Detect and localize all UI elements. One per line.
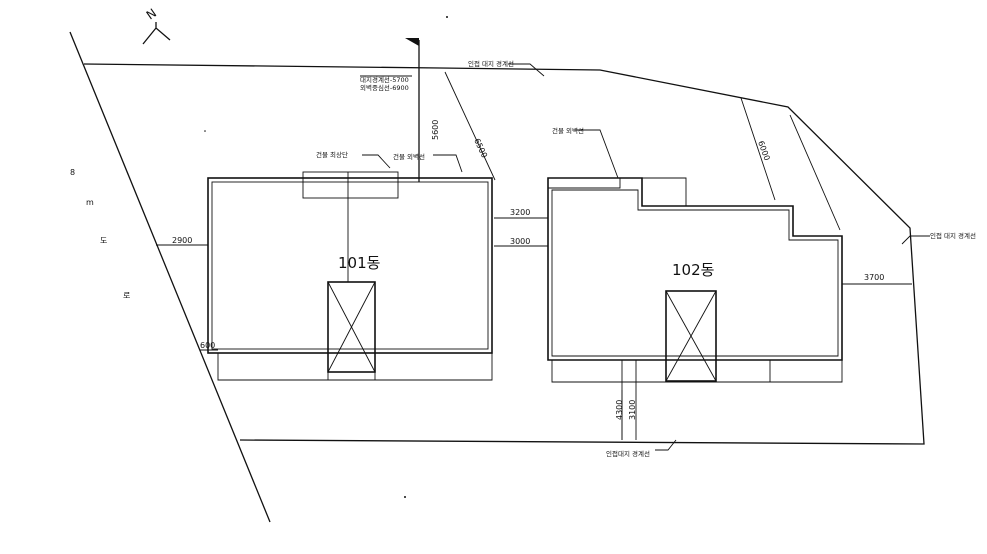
note-b101-rooftop: 건물 최상단 — [316, 150, 348, 159]
note-b102-wall: 건물 외벽선 — [552, 126, 584, 135]
road-label-1: 8 — [70, 168, 75, 177]
building-102: 102동 — [547, 177, 843, 440]
road-label-2: m — [86, 198, 94, 207]
dim-3100: 3100 — [628, 400, 637, 420]
setback-line-2 — [740, 97, 776, 201]
building-101: 101동 — [207, 171, 493, 381]
setback-line-1 — [444, 71, 496, 181]
north-arrow: N — [142, 6, 171, 45]
b101-core — [327, 281, 376, 373]
setback-line-3 — [789, 114, 841, 231]
site-boundary — [83, 63, 925, 445]
dim-3700: 3700 — [864, 273, 884, 282]
b101-rooftop-box — [302, 171, 399, 199]
flag-marker — [405, 38, 420, 182]
dim-3000: 3000 — [510, 237, 530, 246]
b102-name: 102동 — [672, 261, 715, 279]
note-site-bottom: 인접대지 경계선 — [606, 449, 650, 458]
dim-6500: 6500 — [472, 137, 489, 159]
road-label-4: 로 — [123, 291, 130, 300]
note-height-line-1: 대지경계선-5700 — [360, 75, 409, 84]
note-b101-wall: 건물 외벽선 — [393, 152, 425, 161]
note-site-right: 인접 대지 경계선 — [930, 231, 976, 240]
dim-2900: 2900 — [172, 236, 192, 245]
road-boundary-line — [69, 31, 271, 523]
dim-4300: 4300 — [615, 400, 624, 420]
note-site-top: 인접 대지 경계선 — [468, 59, 514, 68]
dim-5600: 5600 — [431, 120, 440, 140]
b101-name: 101동 — [338, 254, 381, 272]
road-label-3: 도 — [100, 236, 107, 245]
road: 8 m 도 로 — [69, 31, 271, 523]
dim-600: 600 — [200, 341, 215, 350]
north-label: N — [144, 6, 159, 23]
b102-core — [665, 290, 717, 382]
note-height-line-2: 외벽중심선-6900 — [360, 83, 409, 92]
dim-3200: 3200 — [510, 208, 530, 217]
